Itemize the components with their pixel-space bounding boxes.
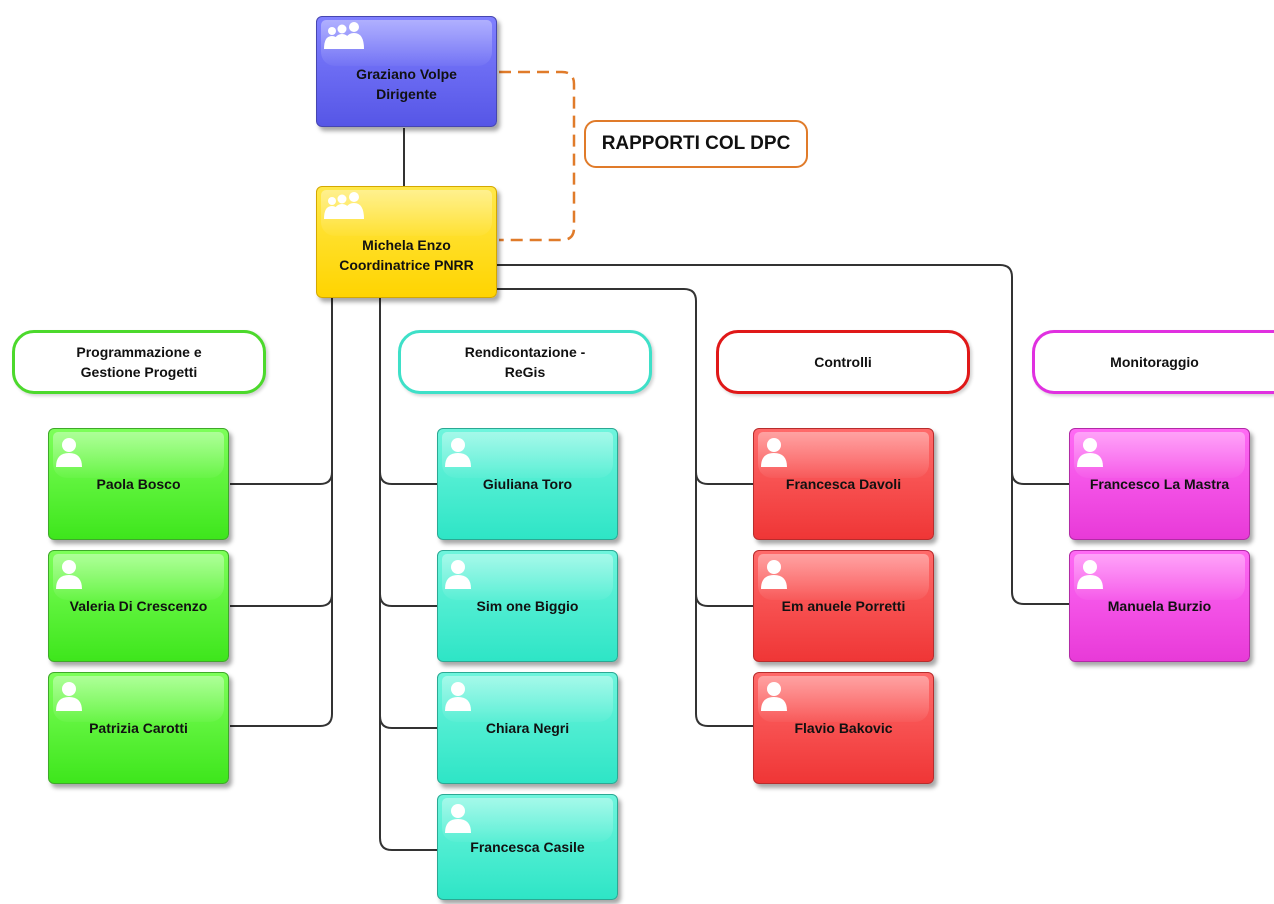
group-people-icon [324,192,364,219]
group-header-programmazione: Programmazione e Gestione Progetti [12,330,266,394]
member-name: Valeria Di Crescenzo [69,598,208,614]
group-header-controlli: Controlli [716,330,970,394]
group-header-rendicontazione: Rendicontazione - ReGis [398,330,652,394]
member-name: Paola Bosco [96,476,181,492]
member-card[interactable]: Em anuele Porretti [753,550,934,662]
person-icon [56,682,82,711]
person-icon [1077,438,1103,467]
connector-group-3 [497,288,753,727]
person-icon [445,560,471,589]
group-header-monitoraggio: Monitoraggio [1032,330,1274,394]
coordinatrice-role: Coordinatrice PNRR [339,257,474,273]
member-name: Em anuele Porretti [781,598,906,614]
member-card[interactable]: Giuliana Toro [437,428,618,540]
member-name: Francesco La Mastra [1089,476,1230,492]
member-name: Patrizia Carotti [89,720,188,736]
dirigente-role: Dirigente [376,86,437,102]
connector-dpc-dashed [499,70,576,242]
connector-group-2 [379,298,437,851]
person-icon [1077,560,1103,589]
person-icon [445,438,471,467]
member-card[interactable]: Francesca Davoli [753,428,934,540]
member-card[interactable]: Manuela Burzio [1069,550,1250,662]
member-name: Francesca Davoli [785,476,902,492]
member-name: Chiara Negri [485,720,570,736]
member-name: Flavio Bakovic [794,720,893,736]
member-name: Francesca Casile [470,839,585,855]
dirigente-name: Graziano Volpe [356,66,457,82]
member-card[interactable]: Flavio Bakovic [753,672,934,784]
member-card[interactable]: Valeria Di Crescenzo [48,550,229,662]
person-icon [761,560,787,589]
coordinatrice-name: Michela Enzo [362,237,451,253]
group-people-icon [324,22,364,49]
person-icon [445,682,471,711]
callout-rapporti-dpc: RAPPORTI COL DPC [584,120,808,168]
callout-text: RAPPORTI COL DPC [601,133,791,154]
member-card[interactable]: Chiara Negri [437,672,618,784]
member-card[interactable]: Patrizia Carotti [48,672,229,784]
member-name: Giuliana Toro [482,476,573,492]
connector-group-1 [230,298,333,727]
connector-group-4 [497,264,1069,605]
person-icon [56,560,82,589]
member-card[interactable]: Paola Bosco [48,428,229,540]
member-card[interactable]: Francesco La Mastra [1069,428,1250,540]
person-icon [761,438,787,467]
member-name: Manuela Burzio [1107,598,1212,614]
person-icon [761,682,787,711]
member-card[interactable]: Francesca Casile [437,794,618,900]
group-header-line1: Controlli [814,354,872,370]
member-card[interactable]: Sim one Biggio [437,550,618,662]
group-header-line2: Gestione Progetti [80,364,198,380]
group-header-line1: Programmazione e [76,344,202,360]
org-node-dirigente[interactable]: Graziano Volpe Dirigente [316,16,497,127]
member-name: Sim one Biggio [476,598,579,614]
org-node-coordinatrice[interactable]: Michela Enzo Coordinatrice PNRR [316,186,497,298]
person-icon [56,438,82,467]
group-header-line1: Monitoraggio [1110,354,1199,370]
group-header-line2: ReGis [504,364,546,380]
group-header-line1: Rendicontazione - [464,344,586,360]
person-icon [445,804,471,833]
